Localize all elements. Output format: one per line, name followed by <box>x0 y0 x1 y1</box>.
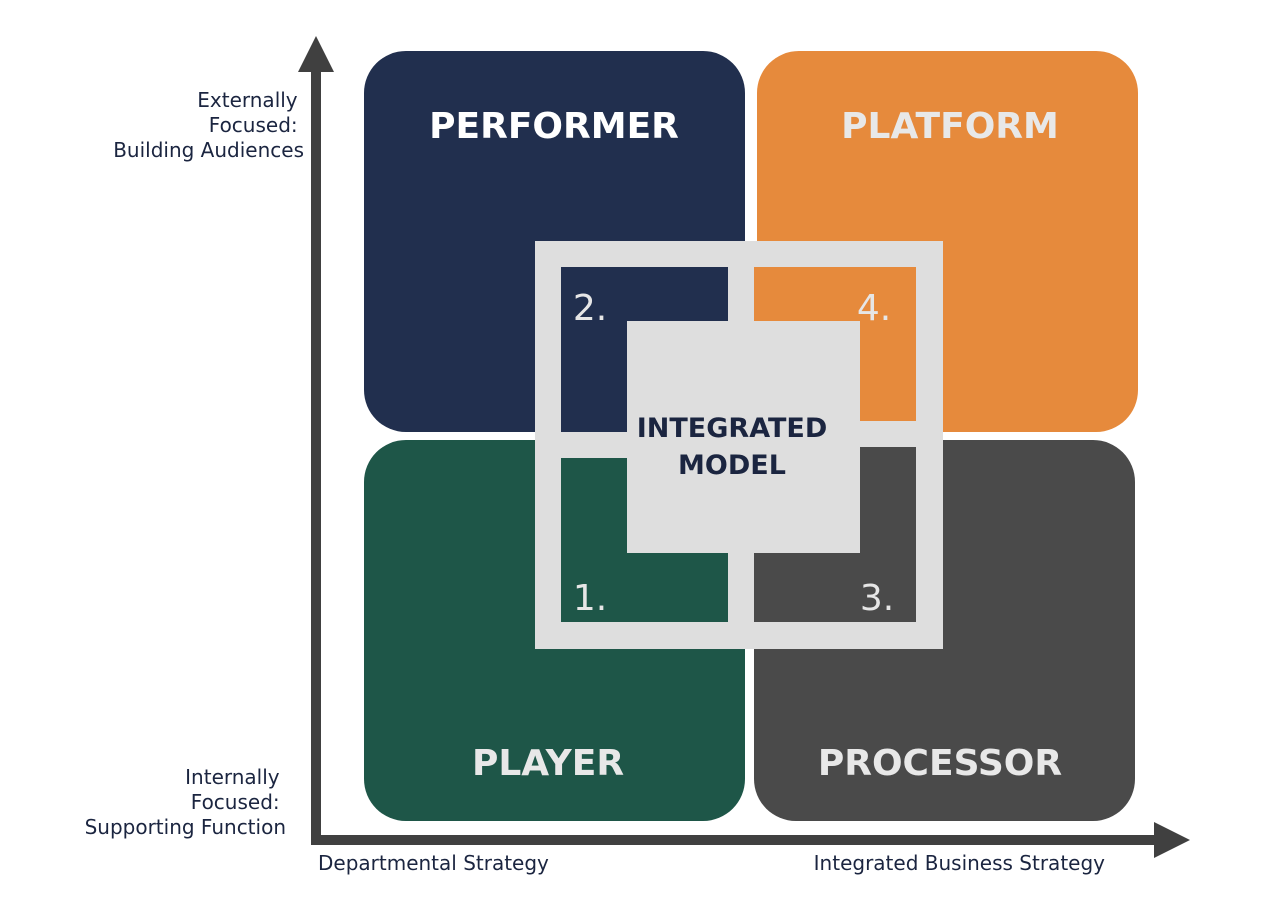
x-axis-right-label: Integrated Business Strategy <box>814 851 1106 875</box>
number-processor: 3. <box>860 578 894 619</box>
number-platform: 4. <box>857 288 891 329</box>
platform-title: PLATFORM <box>841 106 1059 147</box>
performer-title: PERFORMER <box>429 106 679 147</box>
y-bottom-line2: Focused: <box>191 790 280 814</box>
axes <box>298 36 1190 858</box>
integrated-model: 2. 4. 1. 3. INTEGRATED MODEL <box>535 241 943 649</box>
integrated-center-box <box>627 321 860 553</box>
y-top-line3: Building Audiences <box>113 138 304 162</box>
y-top-line2: Focused: <box>209 113 298 137</box>
player-title: PLAYER <box>472 743 624 784</box>
number-performer: 2. <box>573 288 607 329</box>
x-axis-arrowhead <box>1154 822 1190 858</box>
integrated-label-line1: INTEGRATED <box>637 413 828 444</box>
number-player: 1. <box>573 578 607 619</box>
integrated-label-line2: MODEL <box>678 450 786 481</box>
y-bottom-line3: Supporting Function <box>85 815 286 839</box>
processor-title: PROCESSOR <box>818 743 1062 784</box>
y-axis-top-label: Externally Focused: Building Audiences <box>113 88 304 162</box>
x-axis-left-label: Departmental Strategy <box>318 851 549 875</box>
y-axis-arrowhead <box>298 36 334 72</box>
y-axis-bottom-label: Internally Focused: Supporting Function <box>85 765 286 839</box>
y-top-line1: Externally <box>197 88 298 112</box>
y-bottom-line1: Internally <box>185 765 280 789</box>
